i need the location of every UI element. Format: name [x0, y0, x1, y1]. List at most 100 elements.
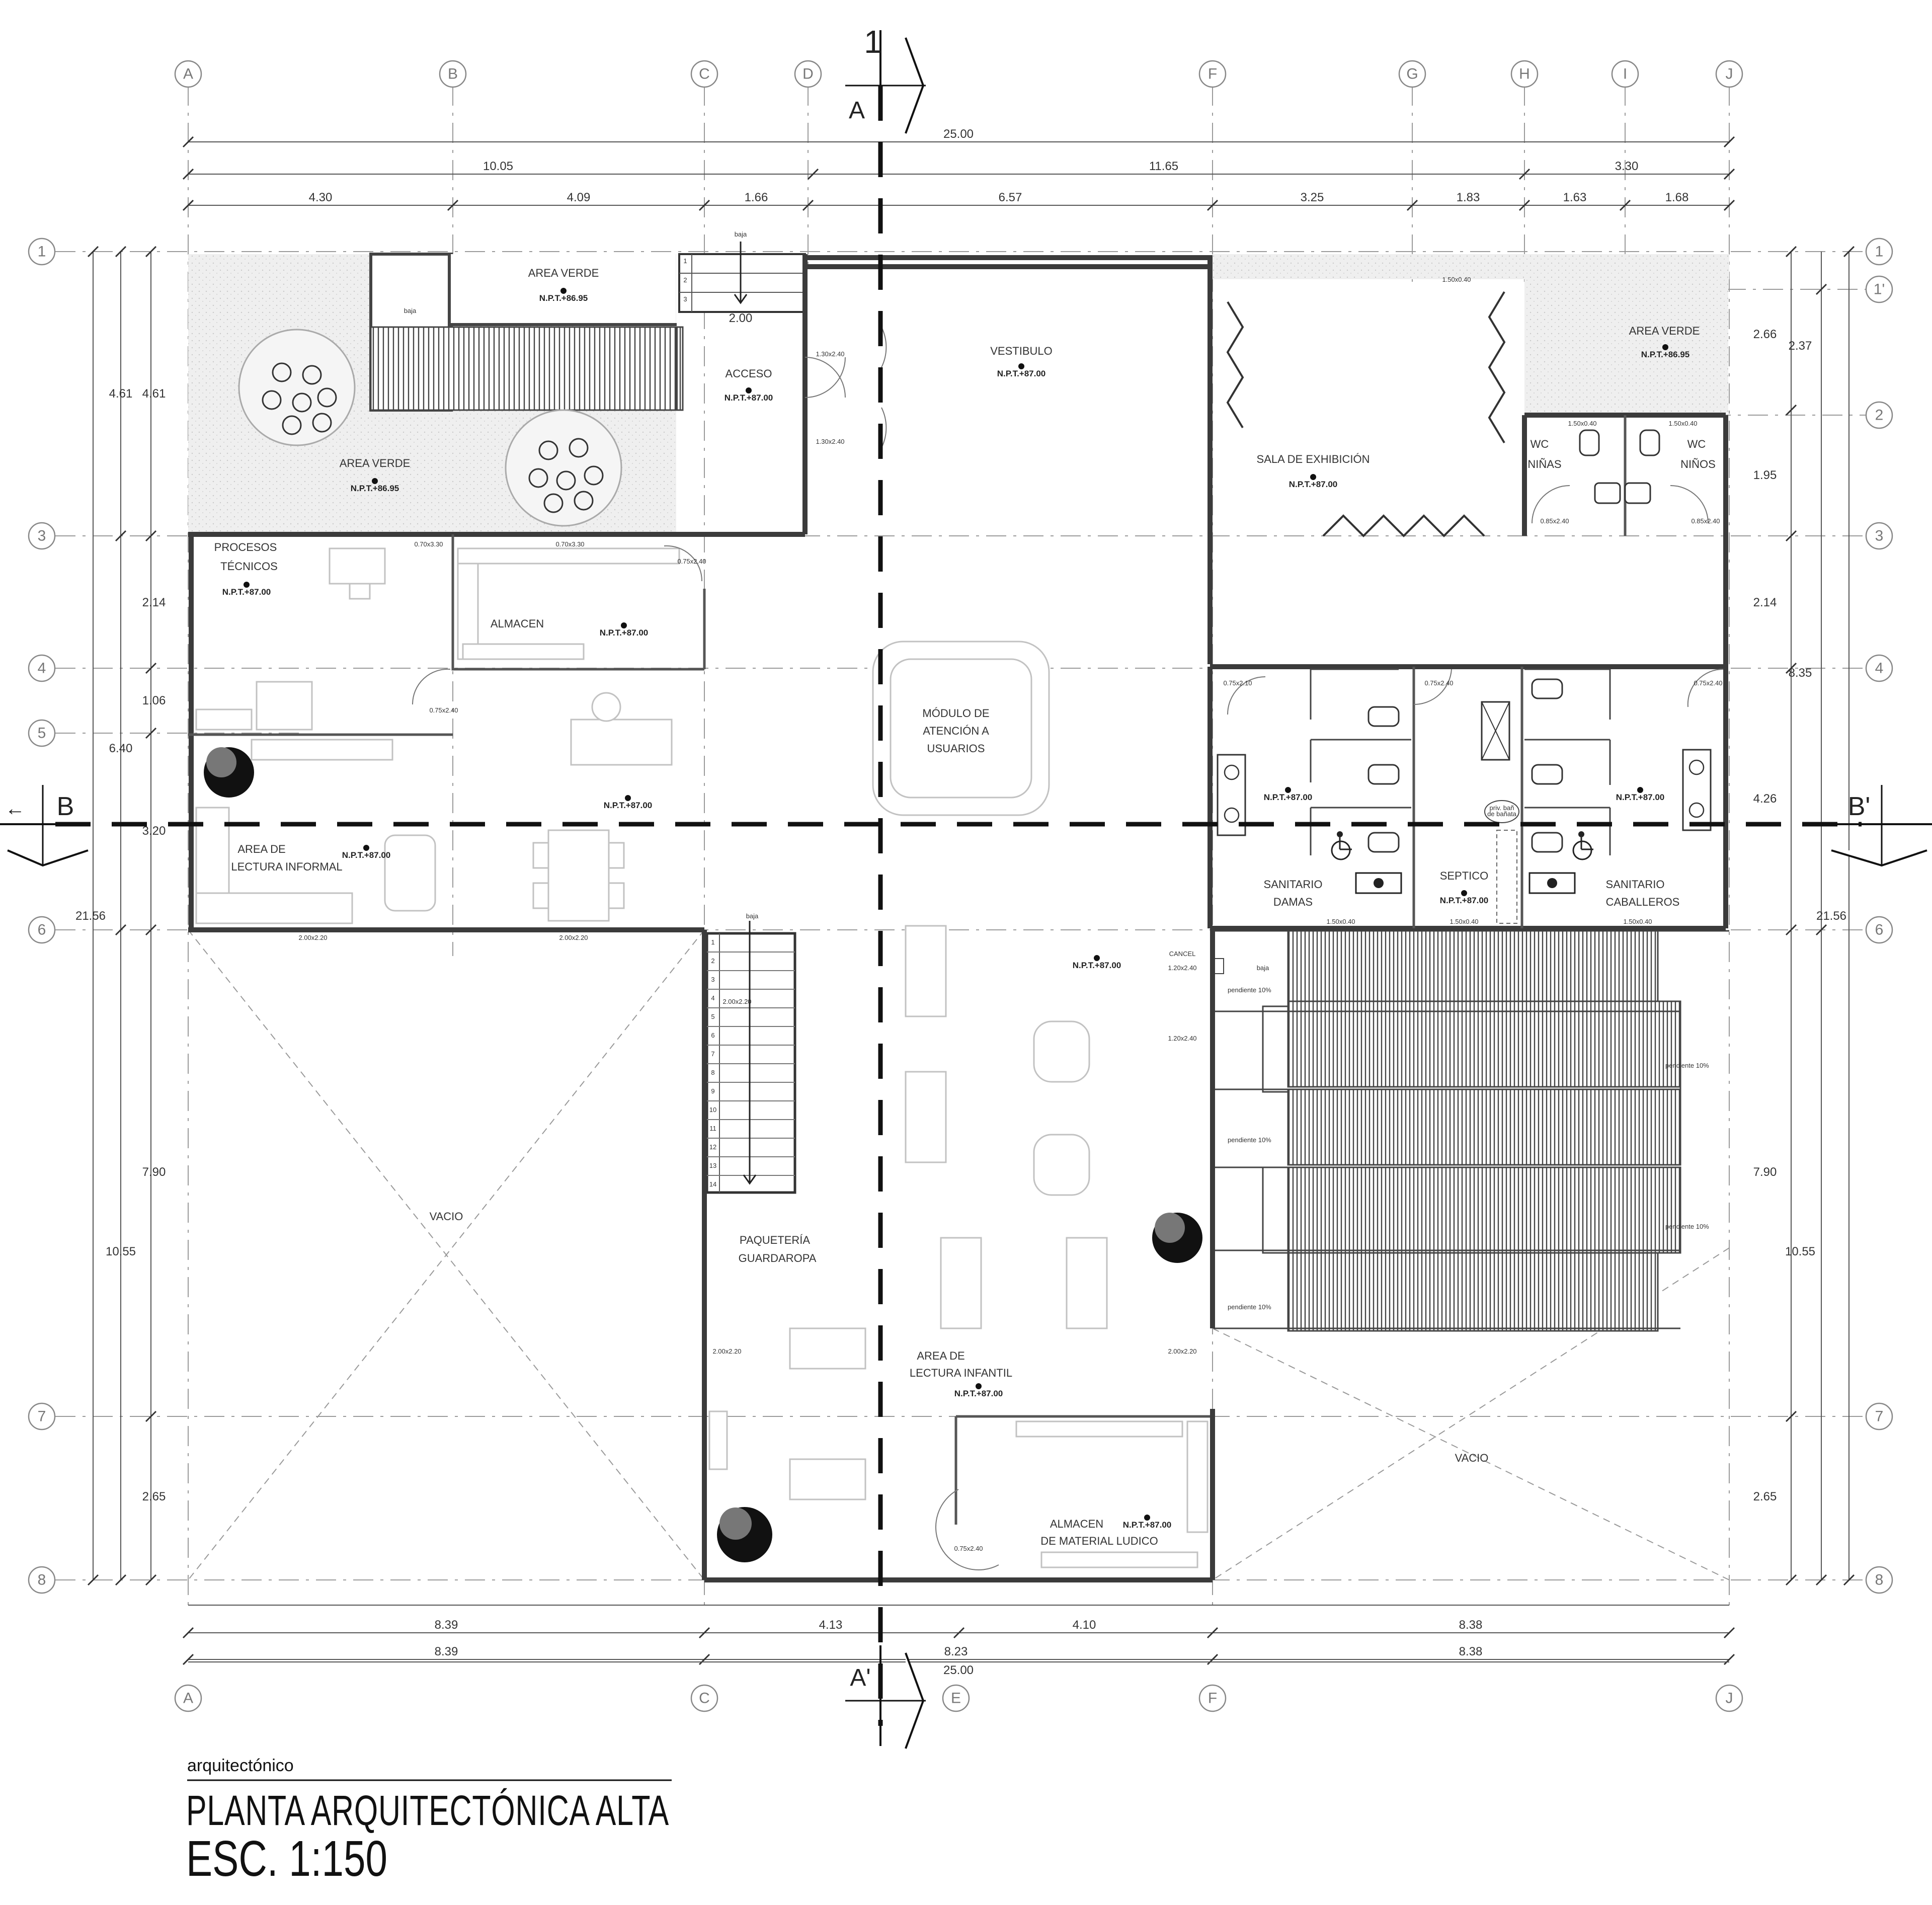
- svg-text:8: 8: [38, 1572, 46, 1589]
- tree-icon: [204, 747, 254, 798]
- svg-text:1: 1: [1875, 244, 1884, 260]
- dim-top-partial-2: 11.65: [1149, 160, 1178, 173]
- room-procesos-2: TÉCNICOS: [220, 560, 278, 573]
- level-markers: [244, 288, 1668, 1521]
- grid-bubble-b-top: B: [439, 60, 467, 88]
- dim-top-detail-6: 1.83: [1457, 191, 1480, 204]
- grid-bubbles-bottom: A C E F J: [174, 1684, 1743, 1712]
- svg-text:D: D: [802, 66, 814, 83]
- section-marker-b-right: B': [1826, 785, 1932, 867]
- tree-icon: [238, 329, 356, 446]
- svg-text:2.00x2.20: 2.00x2.20: [1168, 1347, 1196, 1355]
- room-wc-ninos-1: WC: [1687, 438, 1706, 450]
- svg-text:I: I: [1623, 66, 1627, 83]
- tree-icons: [204, 329, 1202, 1562]
- svg-text:4: 4: [1875, 660, 1884, 677]
- dimensions-bottom: 8.39 4.13 4.10 8.38 8.39 8.23 8.38 25.00: [182, 1605, 1735, 1677]
- dim-top-detail-3: 1.66: [745, 191, 768, 204]
- svg-text:6: 6: [38, 922, 46, 938]
- grid-bubble-3-right: 3: [1865, 522, 1893, 550]
- npt-lectura-informal: N.P.T.+87.00: [342, 850, 391, 860]
- dim-bottom-partial-3: 8.38: [1459, 1645, 1483, 1658]
- room-paqueteria-2: GUARDAROPA: [739, 1252, 817, 1264]
- changing-table-icon: [1355, 872, 1402, 894]
- exhibition-panels: [1226, 291, 1506, 537]
- dimensions-top: 25.00 10.05 11.65 3.30 4.30 4.09 1.66 6.…: [182, 127, 1735, 211]
- svg-text:2.00x2.20: 2.00x2.20: [298, 934, 327, 941]
- title-category: arquitectónico: [187, 1756, 294, 1775]
- svg-text:←: ←: [5, 798, 25, 820]
- npt-lectura-infantil: N.P.T.+87.00: [954, 1389, 1003, 1398]
- dim-top-detail-4: 6.57: [999, 191, 1022, 204]
- npt-sanitario-damas: N.P.T.+87.00: [1264, 792, 1313, 802]
- dim-top-detail-2: 4.09: [567, 191, 591, 204]
- svg-text:C: C: [699, 66, 710, 83]
- npt-area-verde-2: N.P.T.+86.95: [351, 484, 399, 493]
- grid-bubble-5-left: 5: [28, 719, 56, 747]
- tree-icon: [717, 1507, 772, 1562]
- dim-right-inner-3: 2.14: [1753, 596, 1777, 609]
- room-lectura-infantil-1: AREA DE: [917, 1350, 964, 1362]
- grid-bubble-1p-right: 1': [1865, 275, 1893, 303]
- svg-text:1.30x2.40: 1.30x2.40: [816, 438, 844, 445]
- room-sala-exhibicion: SALA DE EXHIBICIÓN: [1257, 453, 1370, 465]
- svg-text:1.50x0.40: 1.50x0.40: [1326, 918, 1355, 925]
- grid-bubble-d-top: D: [794, 60, 822, 88]
- grid-bubble-j-bottom: J: [1715, 1684, 1743, 1712]
- dim-left-outer-1: 4.61: [109, 387, 133, 401]
- svg-text:10: 10: [709, 1106, 716, 1114]
- grid-bubble-c-bottom: C: [690, 1684, 718, 1712]
- dim-bottom-detail-4: 8.38: [1459, 1618, 1483, 1632]
- svg-text:6: 6: [711, 1031, 714, 1039]
- npt-area-verde-1: N.P.T.+86.95: [539, 293, 588, 303]
- room-almacen-ludico-1: ALMACEN: [1050, 1518, 1103, 1530]
- room-procesos-1: PROCESOS: [214, 541, 277, 553]
- npt-acceso: N.P.T.+87.00: [725, 393, 773, 403]
- section-marker-b-left: B ←: [0, 785, 89, 867]
- grid-bubble-8-right: 8: [1865, 1566, 1893, 1594]
- svg-text:13: 13: [709, 1162, 716, 1169]
- grid-bubbles-right: 1 1' 2 3 4 6 7 8: [1865, 237, 1893, 1594]
- dim-right-inner-4: 4.26: [1753, 792, 1777, 806]
- grid-bubble-c-top: C: [690, 60, 718, 88]
- grid-bubble-a-top: A: [174, 60, 202, 88]
- tree-icon: [1152, 1213, 1202, 1263]
- wheelchair-icon: [1331, 831, 1352, 860]
- vacio-right-label: VACIO: [1455, 1452, 1489, 1464]
- grid-bubble-f-bottom: F: [1198, 1684, 1227, 1712]
- svg-text:A: A: [183, 1690, 193, 1707]
- svg-text:J: J: [1726, 1690, 1733, 1707]
- dim-right-outer-3: 21.56: [1816, 909, 1846, 923]
- dim-left-inner-1: 4.61: [142, 387, 166, 401]
- svg-text:baja: baja: [746, 912, 759, 920]
- dim-left-outer-3: 6.40: [109, 742, 133, 755]
- changing-table-icon: [1528, 872, 1576, 894]
- svg-text:2.00x2.20: 2.00x2.20: [559, 934, 588, 941]
- room-area-verde-3: AREA VERDE: [1629, 325, 1700, 337]
- svg-text:4: 4: [711, 994, 714, 1002]
- dim-top-detail-8: 1.68: [1665, 191, 1689, 204]
- room-area-verde-1: AREA VERDE: [528, 267, 599, 279]
- svg-text:A': A': [850, 1664, 870, 1691]
- tree-icon: [505, 409, 622, 527]
- svg-text:0.70x3.30: 0.70x3.30: [555, 540, 584, 548]
- title-main: PLANTA ARQUITECTÓNICA ALTA: [186, 1787, 669, 1834]
- grid-bubble-7-left: 7: [28, 1402, 56, 1431]
- npt-septico: N.P.T.+87.00: [1440, 896, 1489, 905]
- grid-bubbles-left: 1 3 4 5 6 7 8: [28, 237, 56, 1594]
- dim-right-outer-4: 10.55: [1785, 1245, 1815, 1258]
- grid-bubble-6-right: 6: [1865, 916, 1893, 944]
- room-acceso: ACCESO: [726, 367, 772, 380]
- svg-text:5: 5: [38, 725, 46, 742]
- dim-left-outer-4: 10.55: [106, 1245, 136, 1258]
- svg-text:1: 1: [38, 244, 46, 260]
- ramp-slope-label: pendiente 10%: [1665, 1062, 1709, 1069]
- room-septico: SEPTICO: [1440, 869, 1489, 882]
- room-lectura-informal-2: LECTURA INFORMAL: [231, 860, 342, 873]
- svg-text:8: 8: [711, 1069, 714, 1076]
- svg-text:1: 1: [711, 938, 714, 946]
- dim-top-detail-1: 4.30: [309, 191, 333, 204]
- svg-text:0.85x2.40: 0.85x2.40: [1691, 517, 1720, 525]
- grid-bubble-e-bottom: E: [942, 1684, 970, 1712]
